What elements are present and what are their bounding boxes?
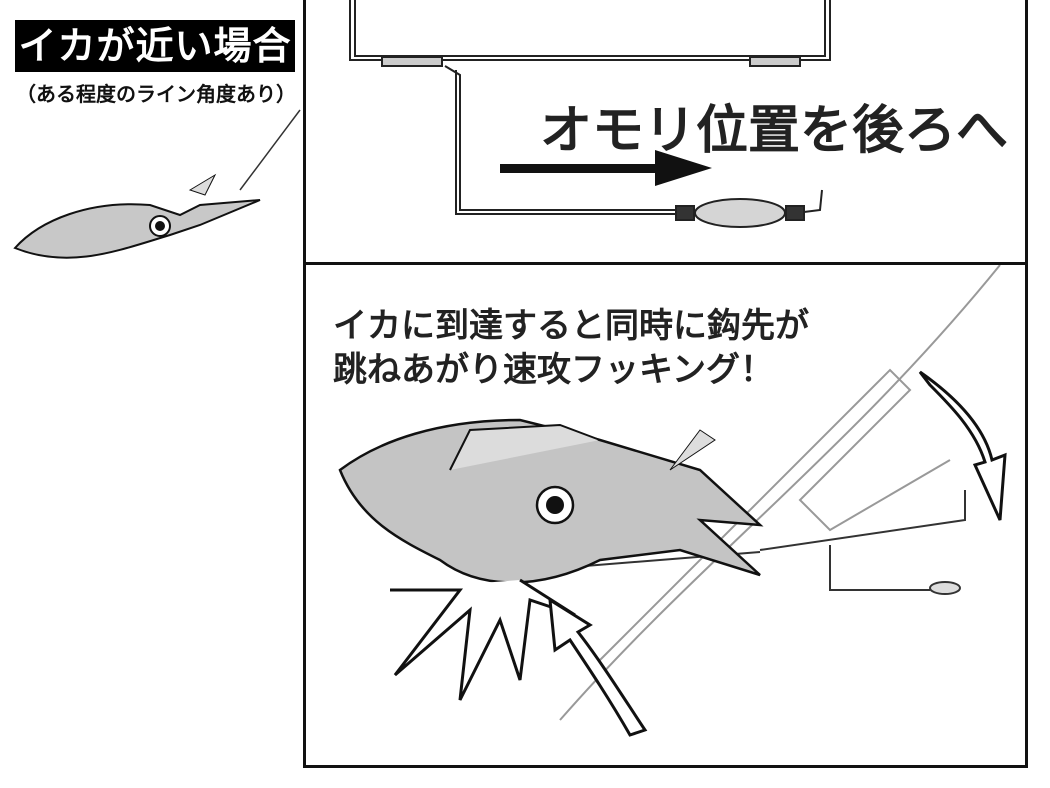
sinker-caption: オモリ位置を後ろへ <box>540 101 1009 161</box>
hook-caption-line2: 跳ねあがり速攻フッキング！ <box>333 350 774 390</box>
curved-arrow-up-icon <box>548 597 648 737</box>
hook-caption-line1: イカに到達すると同時に鈎先が <box>333 306 809 346</box>
right-arrow-icon <box>500 150 712 186</box>
big-squid-illustration <box>338 418 764 584</box>
small-squid-illustration <box>13 109 301 259</box>
top-rig-illustration <box>349 0 831 228</box>
section-title: イカが近い場合 <box>15 20 295 72</box>
curved-arrow-down-icon <box>918 370 1007 521</box>
section-subtitle: （ある程度のライン角度あり） <box>16 82 296 106</box>
bottom-panel <box>303 262 1028 768</box>
